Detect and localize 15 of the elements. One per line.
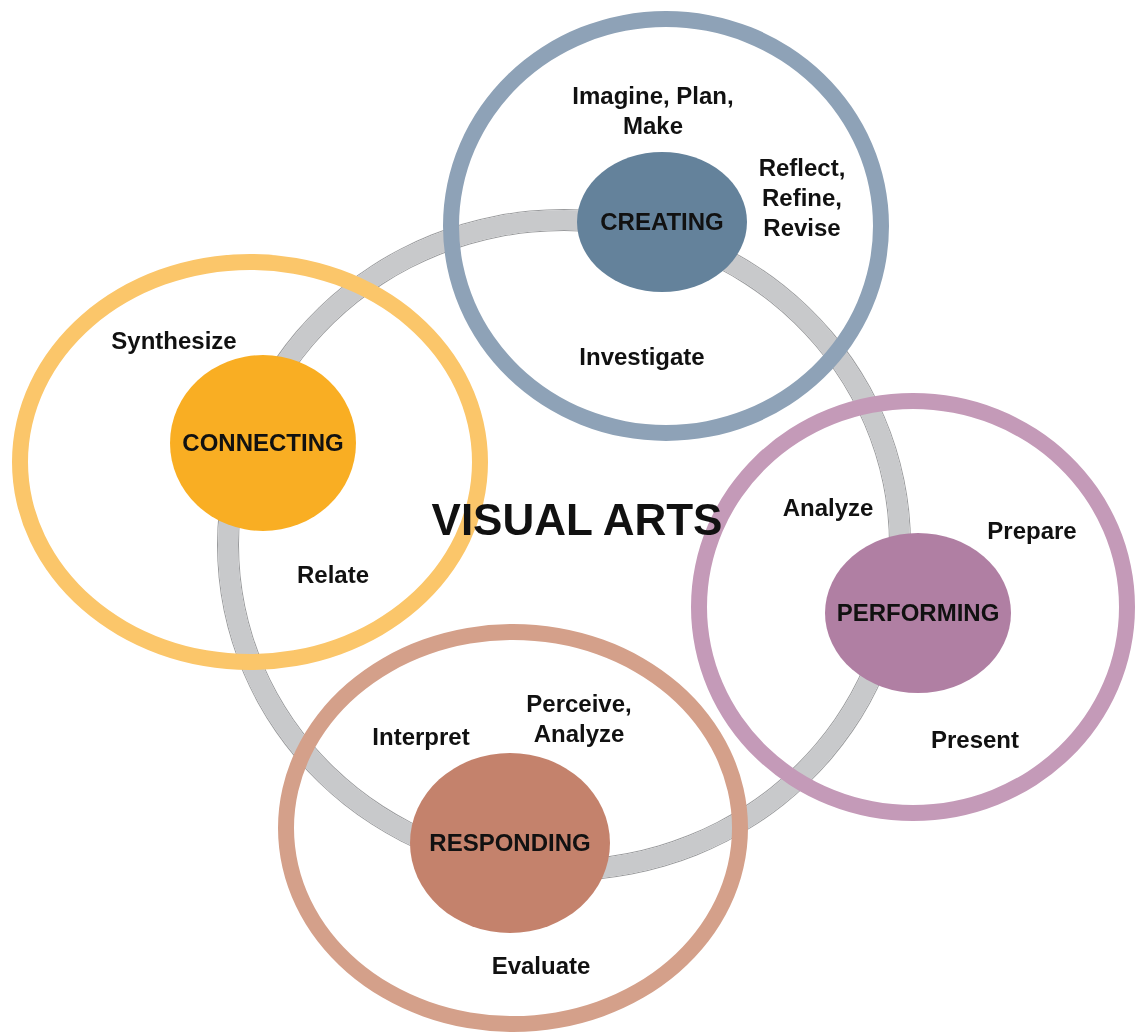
step-label: Present <box>929 725 1020 755</box>
ring <box>443 11 889 441</box>
circle-node: CONNECTING <box>170 355 356 531</box>
step-label: Relate <box>295 560 370 590</box>
step-label: Imagine, Plan, Make <box>571 81 735 141</box>
step-label: Investigate <box>578 342 706 372</box>
step-label: Perceive, Analyze <box>525 689 633 749</box>
step-label: Reflect, Refine, Revise <box>757 153 847 243</box>
step-label: Interpret <box>371 722 471 752</box>
circle-node: CREATING <box>577 152 747 292</box>
circle-node: RESPONDING <box>410 753 610 933</box>
step-label: Evaluate <box>490 951 592 981</box>
ring <box>278 624 748 1032</box>
step-label: Synthesize <box>110 326 238 356</box>
step-label: Analyze <box>781 493 875 523</box>
